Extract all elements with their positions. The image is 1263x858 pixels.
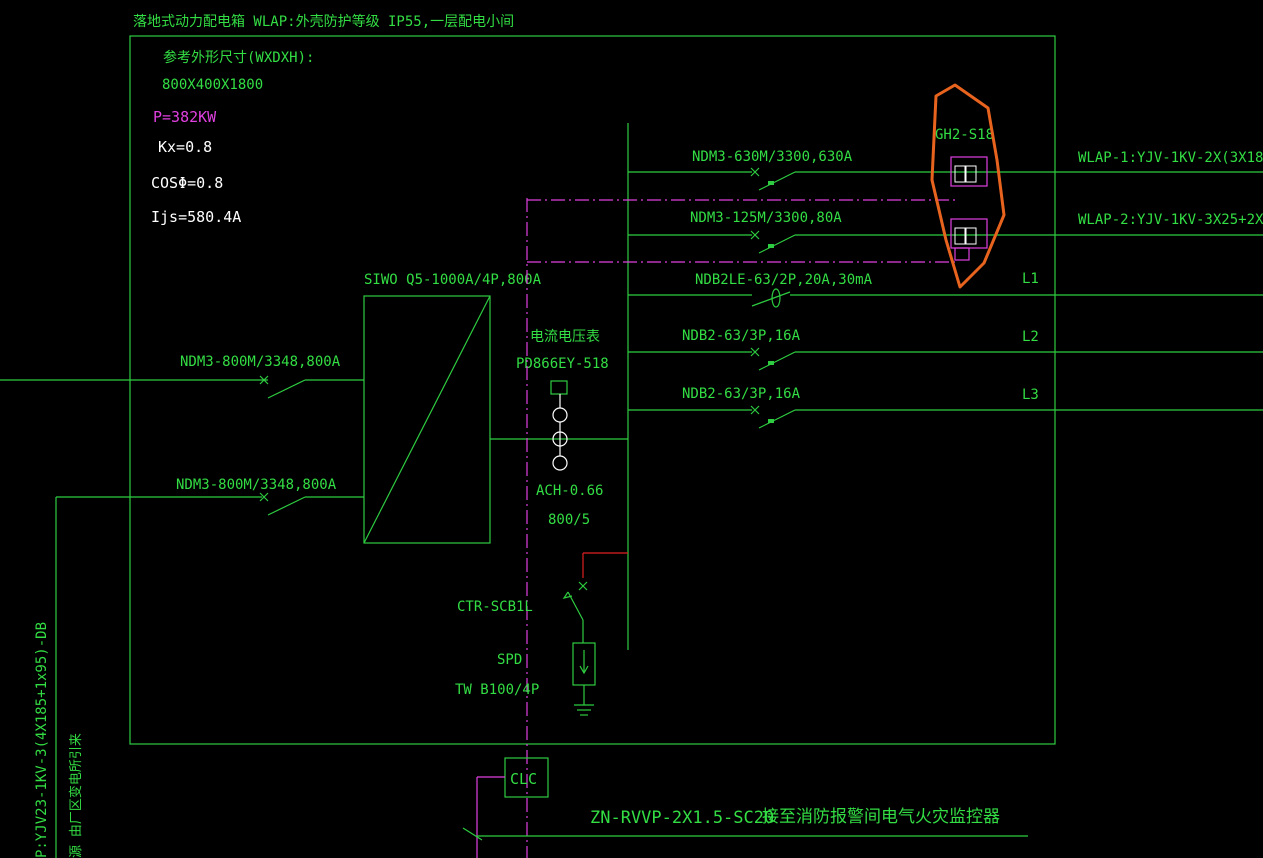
spd-arrow <box>579 665 589 675</box>
ats-diagonal <box>363 295 491 544</box>
out-5-circuit: L3 <box>1022 387 1039 403</box>
ct-ratio: 800/5 <box>548 512 590 528</box>
clc-label: CLC <box>510 770 537 788</box>
out-1-circuit: WLAP-1:YJV-1KV-2X(3X185+ <box>1078 150 1263 166</box>
out-5-breaker: NDB2-63/3P,16A <box>682 386 801 402</box>
out-4-x <box>750 347 760 357</box>
out-2-breaker: NDM3-125M/3300,80A <box>690 210 842 226</box>
out-1-latch <box>768 181 774 185</box>
out-1-breaker: NDM3-630M/3300,630A <box>692 149 853 165</box>
spd-model: TW B100/4P <box>455 682 539 698</box>
out-5-x <box>750 405 760 415</box>
out-1-switch <box>758 171 796 191</box>
ijs-value: Ijs=580.4A <box>151 208 241 226</box>
out-2-latch <box>768 244 774 248</box>
fire-cable-label: ZN-RVVP-2X1.5-SC20 <box>590 808 774 828</box>
ctr-x <box>578 581 588 591</box>
breaker-switch-1 <box>267 379 306 399</box>
gh2-label: GH2-S18 <box>935 127 994 143</box>
breaker-x-1 <box>259 375 269 385</box>
out-4-switch <box>758 351 796 371</box>
left-cable-label: P:YJV23-1KV-3(4X185+1x95)-DB <box>34 622 50 858</box>
out-2-switch <box>758 234 796 254</box>
kx-value: Kx=0.8 <box>158 138 212 156</box>
incoming-breaker-2-label: NDM3-800M/3348,800A <box>176 477 337 493</box>
ct-model: ACH-0.66 <box>536 483 603 499</box>
ctr-hook <box>562 591 573 599</box>
out-4-latch <box>768 361 774 365</box>
left-note: 源 由厂区变电所引来 <box>68 733 84 858</box>
ats-label: SIWO Q5-1000A/4P,800A <box>364 272 542 288</box>
out-5-latch <box>768 419 774 423</box>
incoming-breaker-1-label: NDM3-800M/3348,800A <box>180 354 341 370</box>
size-label: 参考外形尺寸(WXDXH): <box>163 49 314 66</box>
panel-enclosure <box>129 35 1056 745</box>
spd-label: SPD <box>497 652 522 668</box>
out-3-breaker: NDB2LE-63/2P,20A,30mA <box>695 272 873 288</box>
cos-value: COSΦ=0.8 <box>151 174 223 192</box>
ct-box-1-inner2 <box>965 165 977 183</box>
out-4-circuit: L2 <box>1022 329 1039 345</box>
fire-note: 接至消防报警间电气火灾监控器 <box>762 807 1000 827</box>
ct-box-2-inner2 <box>965 227 977 245</box>
ct-box-1-inner <box>954 165 966 183</box>
out-2-x <box>750 230 760 240</box>
out-2-circuit: WLAP-2:YJV-1KV-3X25+2X1 <box>1078 212 1263 228</box>
out-5-switch <box>758 409 796 429</box>
meter-model: PD866EY-518 <box>516 356 609 372</box>
out-4-breaker: NDB2-63/3P,16A <box>682 328 801 344</box>
size-value: 800X400X1800 <box>162 77 263 93</box>
meter-name: 电流电压表 <box>530 329 600 345</box>
out-1-x <box>750 167 760 177</box>
ct-circle-3 <box>552 455 568 471</box>
out-3-switch <box>751 291 791 307</box>
highlight-outline <box>930 83 1006 289</box>
meter-box <box>550 380 568 395</box>
panel-title: 落地式动力配电箱 WLAP:外壳防护等级 IP55,一层配电小间 <box>133 13 514 30</box>
ats-box <box>363 295 491 544</box>
power-value: P=382KW <box>153 108 217 126</box>
ct-box-1 <box>950 156 988 187</box>
ctr-label: CTR-SCB1L <box>457 599 533 615</box>
out-3-rcd <box>771 288 781 308</box>
fire-cable-tick <box>462 827 483 841</box>
breaker-x-2 <box>259 492 269 502</box>
ct-box-2-tail <box>954 247 970 261</box>
ct-box-2-inner <box>954 227 966 245</box>
ct-circle-1 <box>552 407 568 423</box>
breaker-switch-2 <box>267 496 306 516</box>
out-3-circuit: L1 <box>1022 271 1039 287</box>
